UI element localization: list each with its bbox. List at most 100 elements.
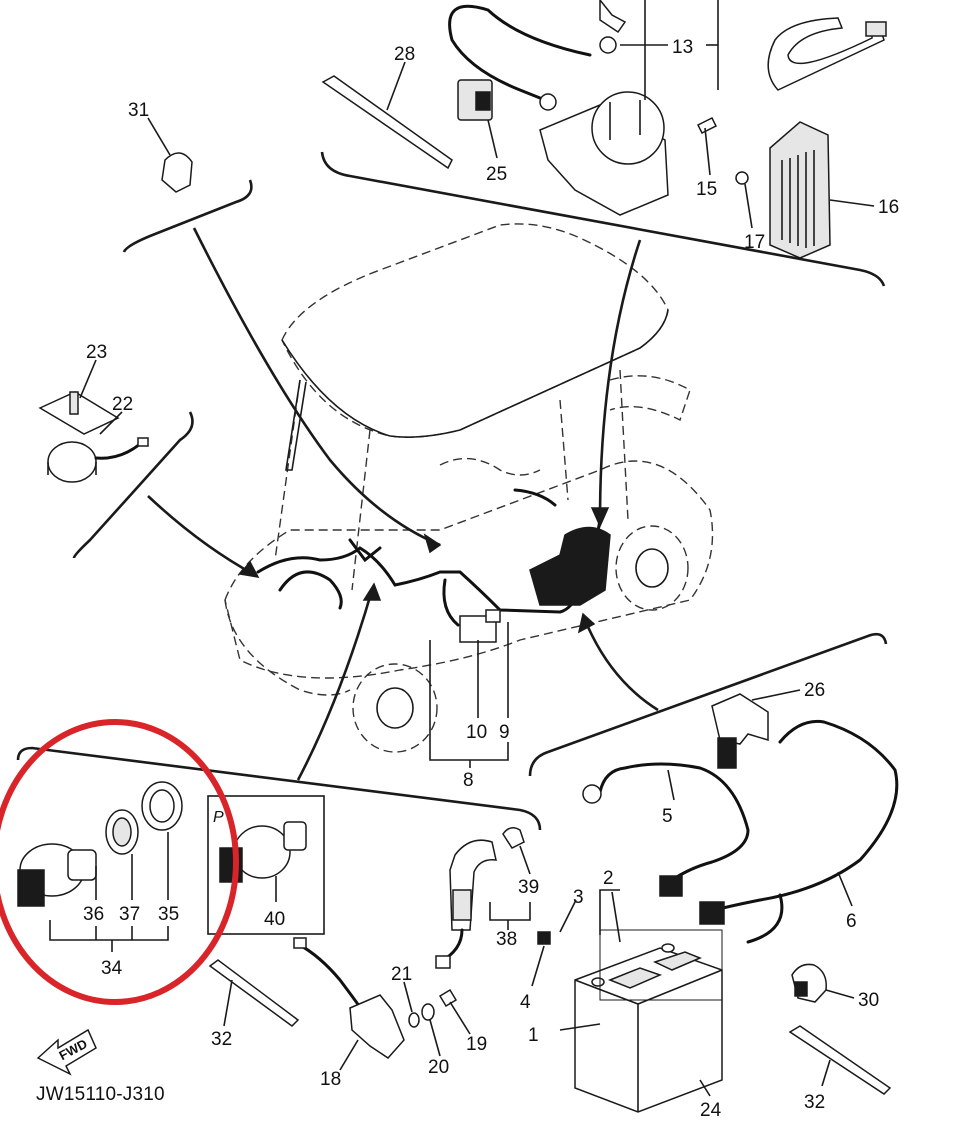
callout-40: 40 — [264, 909, 285, 930]
cable-tie-32b — [788, 1025, 892, 1095]
holder-26 — [711, 693, 769, 745]
strap-band — [767, 17, 885, 91]
callout-16: 16 — [878, 197, 899, 218]
rear-wheel — [615, 525, 689, 611]
callout-8: 8 — [463, 770, 474, 791]
leader-2 — [611, 891, 621, 943]
callout-19: 19 — [466, 1034, 487, 1055]
leader-22 — [99, 411, 123, 435]
group-bracket-31 — [122, 179, 253, 253]
cart-roof — [281, 223, 669, 438]
drawing-code: JW15110-J310 — [36, 1084, 165, 1105]
leader-2-bracket — [599, 889, 620, 935]
top-right-parts-group — [320, 0, 887, 287]
callout-18: 18 — [320, 1069, 341, 1090]
callout-23: 23 — [86, 342, 107, 363]
main-switch-connector — [17, 869, 45, 907]
leader-1 — [559, 1023, 601, 1031]
leader-8-bracket — [429, 640, 509, 761]
callout-15: 15 — [696, 179, 717, 200]
bolt-15-head — [696, 116, 718, 135]
callout-25: 25 — [486, 164, 507, 185]
terminal-4 — [537, 931, 551, 945]
callout-21: 21 — [391, 964, 412, 985]
sensor-18 — [349, 994, 405, 1059]
leader-30 — [825, 989, 855, 999]
leader-15 — [704, 127, 711, 176]
callout-31: 31 — [128, 100, 149, 121]
cap-39 — [502, 827, 525, 849]
bolt-19 — [438, 988, 458, 1008]
sensor-22 — [47, 441, 97, 483]
callout-32-left: 32 — [211, 1029, 232, 1050]
callout-1: 1 — [528, 1025, 539, 1046]
cable-5 — [598, 762, 750, 882]
regulator-16 — [769, 121, 831, 259]
callout-9: 9 — [499, 722, 510, 743]
arrow-from-31 — [192, 227, 441, 547]
golf-cart-outline — [224, 223, 714, 753]
leader-18 — [339, 1039, 359, 1071]
pointer-lines — [147, 227, 659, 781]
highlight-circle — [0, 719, 239, 1005]
fuse-9 — [485, 609, 501, 623]
callout-36: 36 — [83, 904, 104, 925]
leader-17 — [744, 183, 753, 229]
leader-3 — [559, 899, 577, 933]
leader-24 — [699, 1079, 711, 1097]
top-clip — [599, 0, 627, 34]
sensor-22-23-group — [38, 359, 194, 559]
leader-4 — [531, 945, 545, 987]
clamp-31 — [161, 152, 193, 193]
callout-38: 38 — [496, 929, 517, 950]
svg-text:P: P — [213, 809, 224, 826]
callout-35: 35 — [158, 904, 179, 925]
leader-16 — [829, 199, 875, 207]
sensor-wire — [94, 442, 142, 460]
callout-39: 39 — [518, 877, 539, 898]
callout-24: 24 — [700, 1100, 722, 1121]
callout-10: 10 — [466, 722, 487, 743]
callout-17: 17 — [744, 232, 765, 253]
cable-6 — [713, 719, 899, 912]
leader-6 — [837, 871, 853, 907]
assembly-40-box — [207, 795, 325, 935]
callout-4: 4 — [520, 992, 531, 1013]
key-36 — [67, 849, 97, 881]
leader-21 — [403, 981, 413, 1013]
leader-23 — [79, 359, 97, 399]
seat-back — [439, 457, 541, 476]
callout-26: 26 — [804, 680, 825, 701]
roof-front-edge — [281, 309, 669, 438]
callout-20: 20 — [428, 1057, 449, 1078]
group-bracket-top — [320, 151, 886, 287]
group-bracket-bottom — [16, 746, 542, 831]
callout-2: 2 — [603, 868, 614, 889]
post-23 — [69, 391, 79, 415]
battery-1 — [574, 947, 723, 1113]
key-switch-group: P — [16, 746, 542, 1076]
arrow-from-key-group — [296, 589, 374, 781]
clamp-31-group — [122, 117, 253, 253]
sensor-harness-group — [293, 827, 531, 1071]
callout-13: 13 — [672, 37, 693, 58]
washer-21 — [408, 1012, 420, 1028]
leader-31 — [147, 117, 171, 156]
controller-box — [529, 526, 611, 606]
callout-labels: 1 2 3 4 5 6 8 9 10 13 15 16 17 18 19 20 … — [83, 37, 899, 1121]
fwd-arrow-icon — [36, 1028, 97, 1076]
leader-38-bracket — [489, 902, 531, 921]
leader-28 — [386, 61, 406, 111]
leader-19 — [449, 1001, 471, 1035]
arrow-from-top-right — [598, 239, 642, 521]
callout-37: 37 — [119, 904, 140, 925]
callout-5: 5 — [662, 806, 673, 827]
cart-body — [224, 460, 714, 679]
washer-20 — [421, 1003, 435, 1021]
leader-32a — [223, 979, 233, 1027]
front-bumper — [224, 599, 351, 696]
callout-6: 6 — [846, 911, 857, 932]
arrow-from-battery-group — [583, 619, 659, 712]
leader-25 — [487, 119, 498, 159]
